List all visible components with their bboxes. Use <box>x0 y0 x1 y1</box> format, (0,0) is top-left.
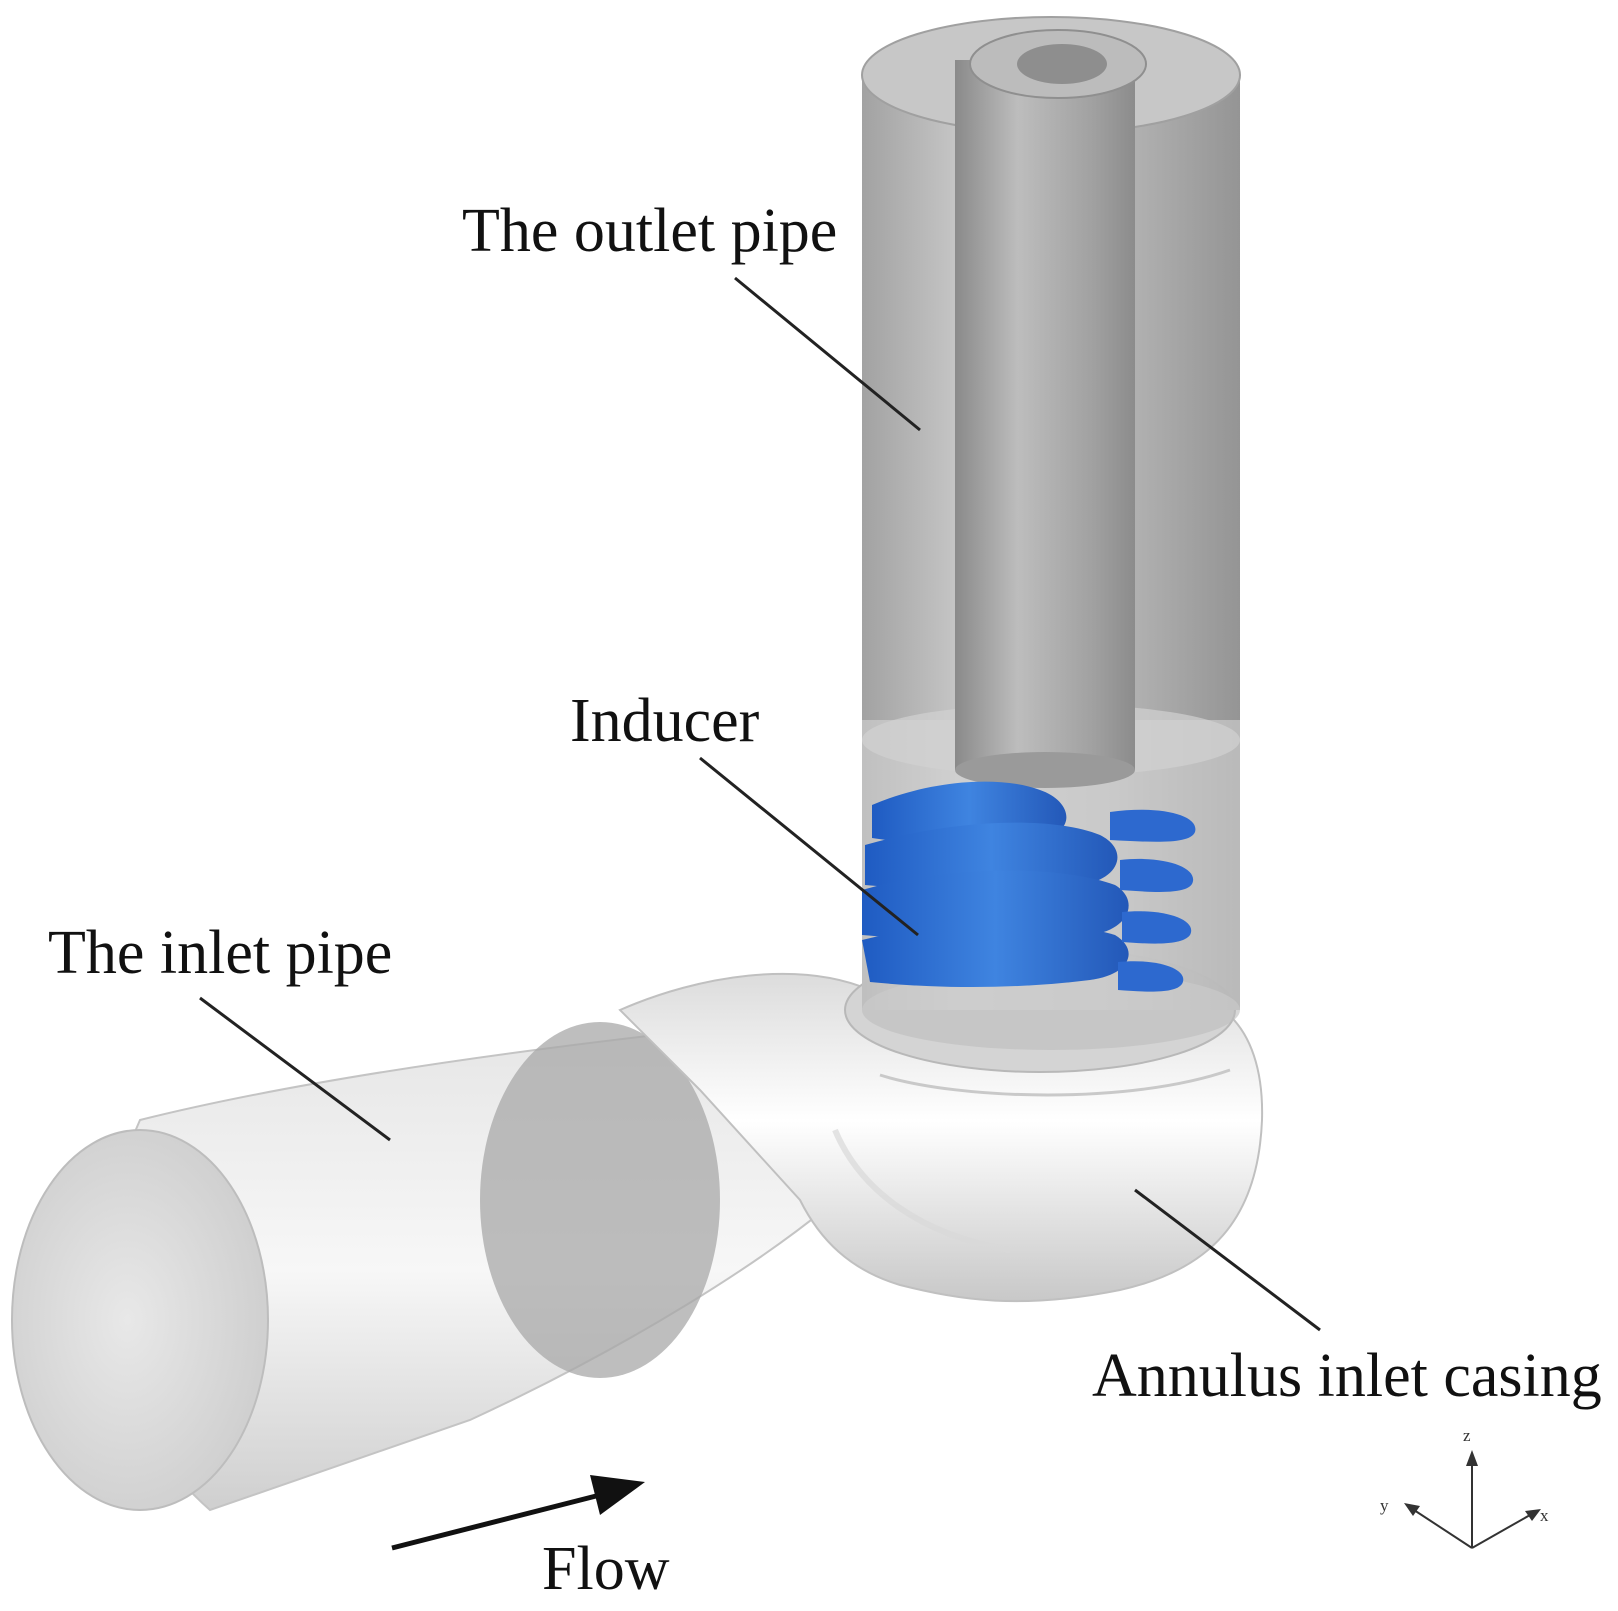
axis-triad <box>1404 1450 1541 1549</box>
z-axis-arrowhead <box>1466 1450 1478 1466</box>
inducer <box>862 781 1196 992</box>
x-axis-line <box>1471 1514 1531 1549</box>
y-axis-line <box>1413 1509 1473 1549</box>
leader-inlet-pipe <box>199 996 391 1142</box>
inlet-pipe <box>11 1022 882 1512</box>
axis-label-x: x <box>1540 1506 1549 1525</box>
label-inducer: Inducer <box>570 687 760 755</box>
y-axis-arrowhead <box>1404 1503 1420 1516</box>
leader-outlet-pipe <box>734 276 921 432</box>
flow-arrow <box>391 1475 645 1551</box>
leader-lines <box>199 276 1321 1332</box>
label-flow: Flow <box>542 1535 670 1603</box>
x-axis-arrowhead <box>1525 1509 1541 1521</box>
axis-label-z: z <box>1463 1426 1471 1445</box>
axis-label-y: y <box>1380 1496 1389 1515</box>
label-outlet-pipe: The outlet pipe <box>462 197 838 265</box>
label-annulus-inlet-casing: Annulus inlet casing <box>1092 1342 1602 1410</box>
inner-shaft <box>955 29 1147 788</box>
leader-inducer <box>699 756 919 937</box>
label-inlet-pipe: The inlet pipe <box>48 919 393 987</box>
leader-annulus-casing <box>1134 1188 1321 1332</box>
